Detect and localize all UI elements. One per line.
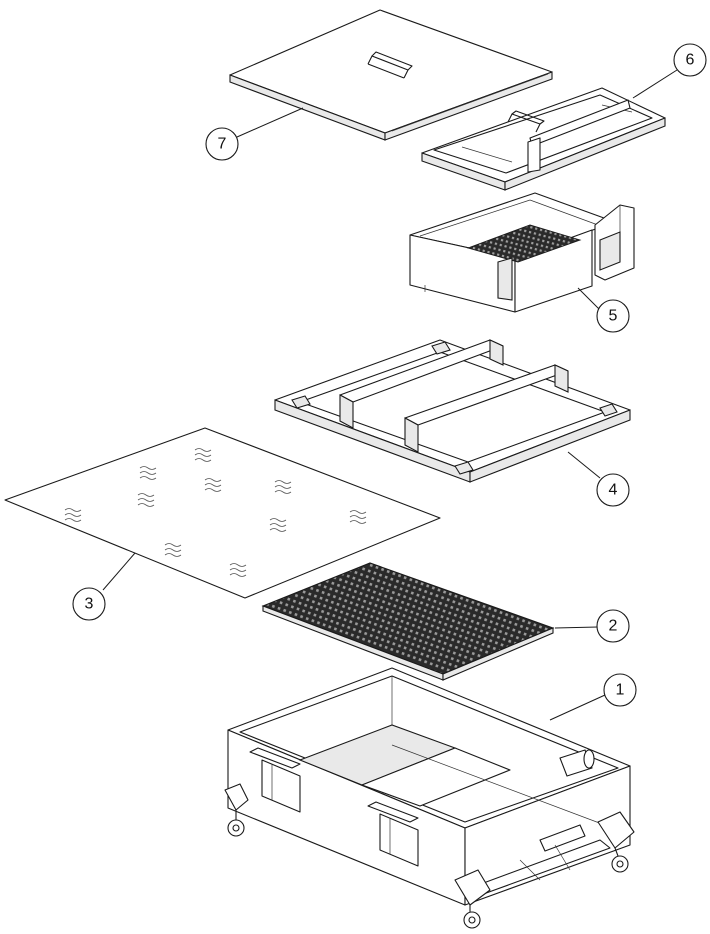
callout-7-label: 7	[218, 136, 227, 153]
leader-6	[632, 69, 678, 99]
frame-cross-bar-2	[404, 364, 569, 453]
part-1-tank	[224, 667, 635, 929]
tank-handle-right	[367, 801, 419, 867]
tray-handle	[507, 110, 545, 133]
leader-lines	[102, 69, 678, 721]
leader-2	[554, 626, 599, 629]
callout-3: 3	[72, 587, 106, 621]
lid-handle	[367, 51, 413, 79]
tank-interior	[298, 676, 619, 831]
part-5-basket	[409, 192, 635, 313]
sheet-wave-marks	[64, 448, 367, 577]
callout-4: 4	[596, 473, 630, 507]
callout-1: 1	[603, 673, 637, 707]
basket-side-bracket	[594, 204, 635, 281]
callout-1-label: 1	[616, 682, 625, 699]
callout-2-label: 2	[609, 618, 618, 635]
caster-wheel-1	[224, 783, 249, 837]
caster-wheel-3	[597, 811, 635, 873]
caster-wheel-2	[454, 869, 491, 929]
tank-handle-left	[249, 747, 301, 813]
callout-4-label: 4	[609, 482, 618, 499]
callout-6-label: 6	[686, 52, 695, 69]
part-4-frame	[274, 339, 631, 483]
part-2-grate	[261, 562, 555, 681]
leader-4	[567, 451, 601, 479]
callout-7: 7	[205, 127, 239, 161]
callout-5-label: 5	[609, 308, 618, 325]
callout-3-label: 3	[85, 596, 94, 613]
frame-cross-bar-1	[339, 339, 504, 429]
callout-6: 6	[673, 43, 707, 77]
leader-1	[549, 694, 606, 721]
callout-5: 5	[596, 299, 630, 333]
part-3-sheet	[4, 427, 441, 599]
tray-divider	[527, 99, 631, 173]
part-7-lid	[229, 9, 553, 141]
tank-drain-pipe	[559, 749, 595, 777]
leader-5	[577, 287, 601, 311]
part-6-tray	[421, 87, 666, 191]
leader-7	[236, 107, 304, 138]
callout-2: 2	[596, 609, 630, 643]
leader-3	[102, 552, 136, 591]
